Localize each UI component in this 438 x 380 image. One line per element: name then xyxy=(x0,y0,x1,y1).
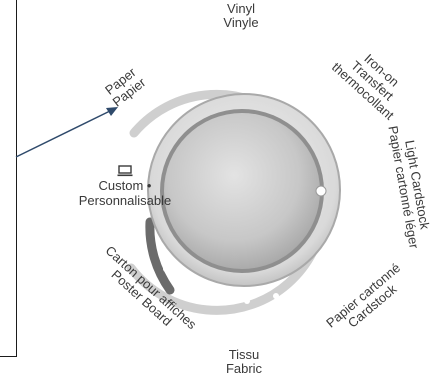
dial-knob[interactable] xyxy=(164,113,320,269)
setting-vinyl-en: Vinyl xyxy=(211,2,271,16)
setting-fabric-fr: Tissu xyxy=(214,348,274,362)
knob-indicator xyxy=(316,186,326,196)
setting-custom-fr: Personnalisable xyxy=(79,193,172,208)
setting-custom[interactable]: Custom • Personnalisable xyxy=(75,165,175,208)
setting-vinyl-fr: Vinyle xyxy=(211,16,271,30)
setting-vinyl[interactable]: Vinyl Vinyle xyxy=(211,2,271,30)
custom-dot: • xyxy=(143,178,151,193)
callout-arrow xyxy=(16,107,118,157)
monitor-icon xyxy=(117,165,133,177)
setting-fabric[interactable]: Tissu Fabric xyxy=(214,348,274,376)
setting-custom-en: Custom xyxy=(99,178,144,193)
setting-fabric-en: Fabric xyxy=(214,362,274,376)
